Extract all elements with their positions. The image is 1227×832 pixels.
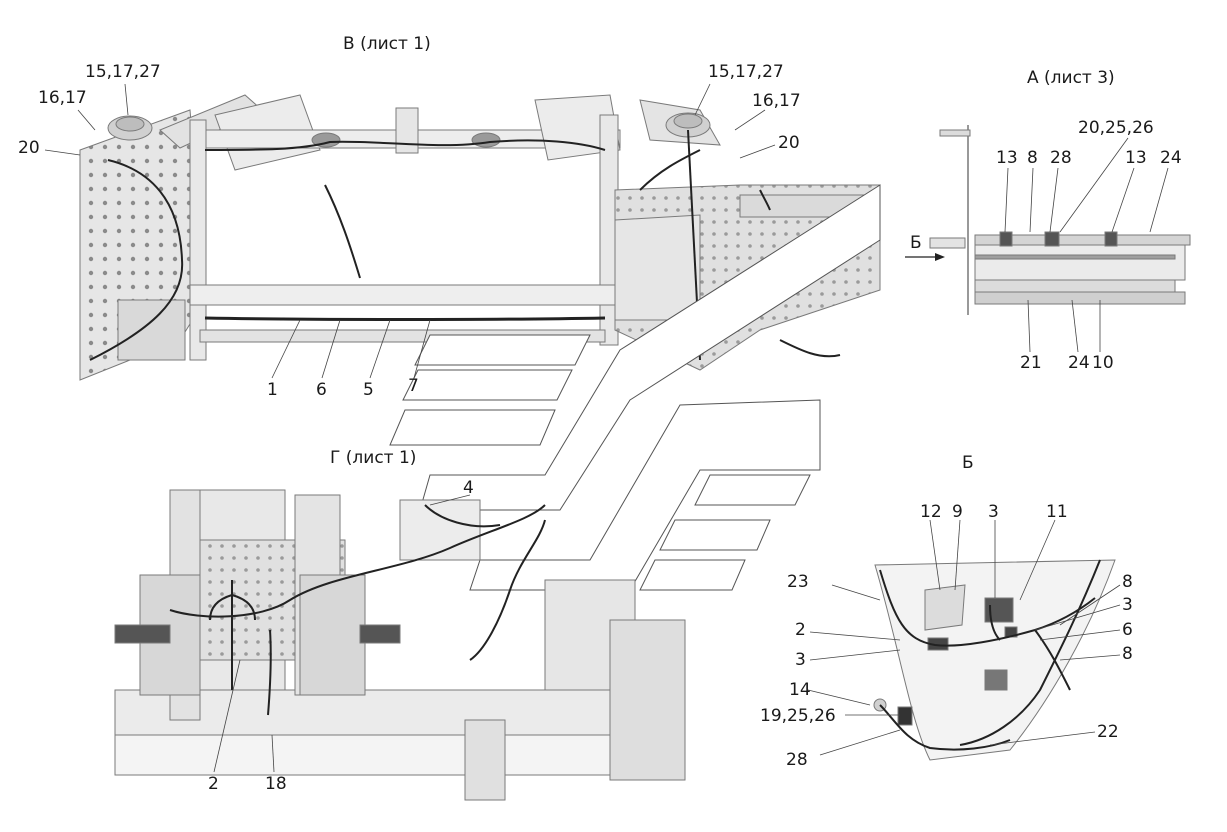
- view-g-wires: [169, 504, 546, 716]
- view-g-title: Г (лист 1): [330, 448, 417, 468]
- callout-3-b-left: 3: [795, 650, 806, 670]
- callout-6-b: 6: [1122, 620, 1133, 640]
- callout-8-b-top: 8: [1122, 572, 1133, 592]
- callout-19-25-26: 19,25,26: [760, 706, 836, 726]
- callout-1: 1: [267, 380, 278, 400]
- callout-7: 7: [408, 376, 419, 396]
- callout-14: 14: [789, 680, 811, 700]
- hatched-chevron: [389, 184, 881, 591]
- callout-16-17-right: 16,17: [752, 91, 801, 111]
- callout-16-17-left: 16,17: [38, 88, 87, 108]
- callout-9: 9: [952, 502, 963, 522]
- callout-8-b-right: 8: [1122, 644, 1133, 664]
- callout-11: 11: [1046, 502, 1068, 522]
- view-a-arrow: [905, 253, 945, 261]
- callout-15-17-27-left: 15,17,27: [85, 62, 161, 82]
- view-a-detail: [929, 125, 1191, 315]
- view-b-title: Б: [962, 453, 974, 473]
- callout-5: 5: [363, 380, 374, 400]
- callout-13-a-right: 13: [1125, 148, 1147, 168]
- callout-18: 18: [265, 774, 287, 794]
- callout-4: 4: [463, 478, 474, 498]
- view-b-detail: [873, 559, 1116, 761]
- arrow-label: Б: [910, 233, 922, 253]
- callout-28-b: 28: [786, 750, 808, 770]
- callout-20-left: 20: [18, 138, 40, 158]
- callout-12: 12: [920, 502, 942, 522]
- callout-24-a-top: 24: [1160, 148, 1182, 168]
- callout-2-g: 2: [208, 774, 219, 794]
- callout-2-b: 2: [795, 620, 806, 640]
- callout-6: 6: [316, 380, 327, 400]
- callout-3-b-top: 3: [988, 502, 999, 522]
- callout-10: 10: [1092, 353, 1114, 373]
- callout-23: 23: [787, 572, 809, 592]
- callout-21: 21: [1020, 353, 1042, 373]
- callout-3-b-right: 3: [1122, 595, 1133, 615]
- callout-20-25-26: 20,25,26: [1078, 118, 1154, 138]
- view-g-chassis: [114, 489, 686, 801]
- callout-22: 22: [1097, 722, 1119, 742]
- callout-20-right: 20: [778, 133, 800, 153]
- view-v-title: В (лист 1): [343, 34, 431, 54]
- callout-24-a-bottom: 24: [1068, 353, 1090, 373]
- callout-13-a-left: 13: [996, 148, 1018, 168]
- callout-28-a: 28: [1050, 148, 1072, 168]
- view-a-title: А (лист 3): [1027, 68, 1115, 88]
- leader-lines: [44, 83, 1169, 773]
- callout-8-a: 8: [1027, 148, 1038, 168]
- callout-15-17-27-right: 15,17,27: [708, 62, 784, 82]
- view-b-wires: [879, 559, 1101, 751]
